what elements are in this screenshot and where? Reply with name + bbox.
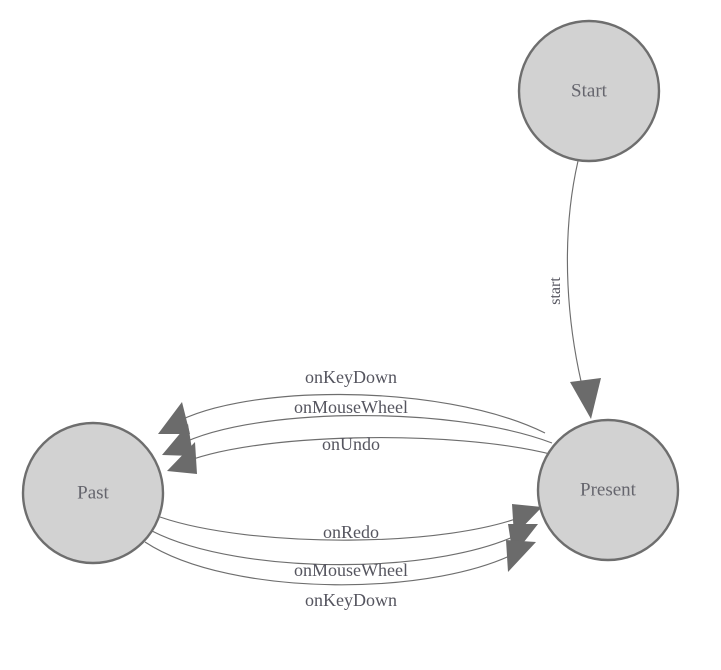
state-node-past-label: Past: [77, 482, 109, 503]
edge-present-to-past-onmousewheel[interactable]: [162, 415, 553, 456]
state-node-present-circle: [536, 418, 680, 562]
state-node-past-circle: [21, 421, 165, 565]
edge-past-to-present-onkeydown[interactable]: [144, 540, 536, 586]
edge-label-up-onmousewheel: onMouseWheel: [294, 397, 408, 417]
edge-present-to-past-onundo[interactable]: [167, 437, 555, 474]
state-node-present[interactable]: Present: [536, 418, 680, 562]
edge-present-to-past-onkeydown[interactable]: [158, 393, 546, 434]
edge-label-start: start: [547, 277, 564, 305]
edge-path-up-3: [177, 437, 555, 466]
arrowhead-up-1: [158, 402, 190, 434]
state-node-past[interactable]: Past: [21, 421, 165, 565]
arrowhead-dn-3: [506, 540, 536, 572]
edge-label-up-onundo: onUndo: [322, 434, 380, 454]
edge-label-dn-onmousewheel: onMouseWheel: [294, 560, 408, 580]
edge-path-start: [566, 160, 589, 410]
state-node-start[interactable]: Start: [517, 19, 661, 163]
state-node-start-label: Start: [571, 80, 608, 101]
edge-label-dn-onredo: onRedo: [323, 522, 379, 542]
edge-path-dn-1: [159, 512, 532, 541]
arrowhead-up-2: [162, 424, 193, 456]
arrowhead-start-to-present: [570, 378, 601, 419]
edge-label-up-onkeydown: onKeyDown: [305, 367, 397, 387]
edge-label-dn-onkeydown: onKeyDown: [305, 590, 397, 610]
edge-start-to-present[interactable]: [566, 160, 601, 419]
edge-path-up-1: [166, 393, 546, 434]
state-node-start-circle: [517, 19, 661, 163]
state-node-present-label: Present: [580, 479, 637, 500]
edge-path-up-2: [171, 415, 553, 450]
arrowhead-up-3: [167, 442, 197, 474]
edge-path-dn-3: [144, 541, 526, 586]
edge-path-dn-2: [151, 529, 528, 566]
